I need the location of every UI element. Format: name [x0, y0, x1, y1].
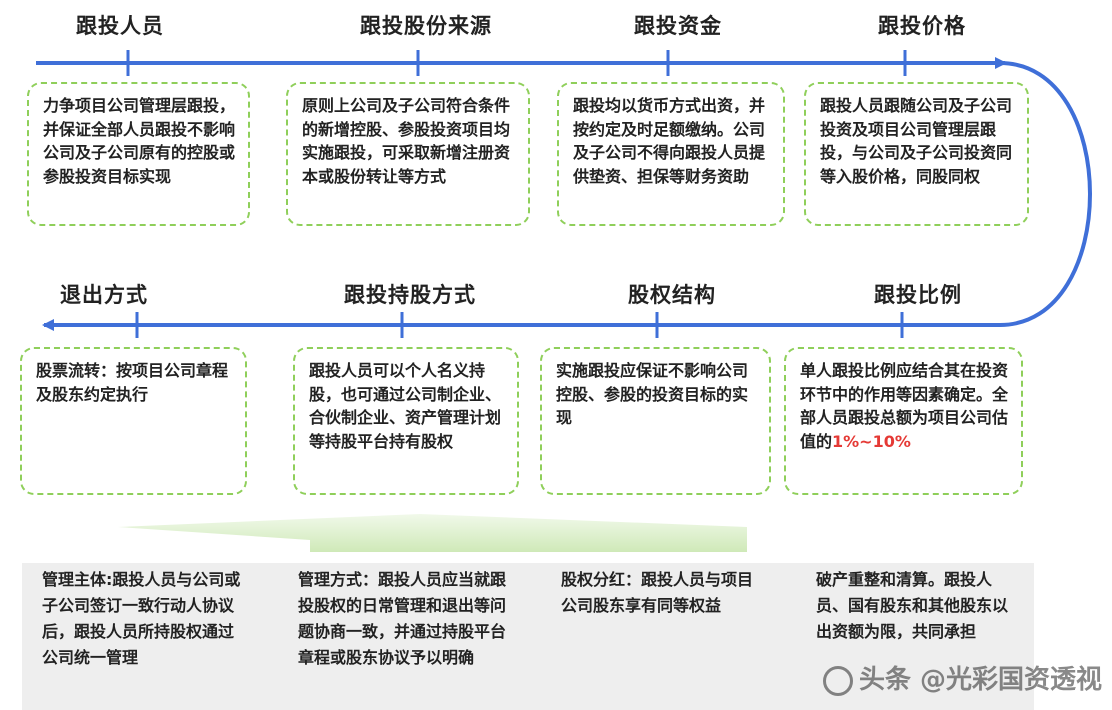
follow-ratio-text: 单人跟投比例应结合其在投资环节中的作用等因素确定。全部人员跟投总额为项目公司估值…	[800, 361, 1009, 451]
box-exit-method: 股票流转：按项目公司章程及股东约定执行	[20, 347, 247, 495]
title-exit-method: 退出方式	[60, 283, 148, 307]
box-follow-price: 跟投人员跟随公司及子公司投资及项目公司管理层跟投，与公司及子公司投资同等入股价格…	[804, 82, 1029, 226]
title-follow-price: 跟投价格	[878, 14, 966, 38]
box-follow-ratio: 单人跟投比例应结合其在投资环节中的作用等因素确定。全部人员跟投总额为项目公司估值…	[784, 347, 1023, 495]
title-share-source: 跟投股份来源	[360, 14, 492, 38]
box-equity-structure: 实施跟投应保证不影响公司控股、参股的投资目标的实现	[540, 347, 771, 495]
box-share-source: 原则上公司及子公司符合条件的新增控股、参股投资项目均实施跟投，可采取新增注册资本…	[286, 82, 530, 226]
follow-ratio-highlight: 1%~10%	[832, 431, 911, 451]
bottom-band-header	[118, 514, 747, 552]
band-management-method: 管理方式：跟投人员应当就跟投股权的日常管理和退出等问题协商一致，并通过持股平台章…	[298, 570, 507, 667]
title-follow-funds: 跟投资金	[634, 14, 722, 38]
watermark: 头条 @光彩国资透视	[822, 659, 1102, 696]
watermark-icon	[822, 665, 853, 696]
title-follow-personnel: 跟投人员	[76, 14, 164, 38]
title-holding-method: 跟投持股方式	[344, 283, 476, 307]
timeline-curve	[999, 61, 1092, 327]
box-follow-funds: 跟投均以货币方式出资，并按约定及时足额缴纳。公司及子公司不得向跟投人员提供垫资、…	[557, 82, 785, 226]
title-equity-structure: 股权结构	[628, 283, 716, 307]
title-follow-ratio: 跟投比例	[874, 283, 962, 307]
box-holding-method: 跟投人员可以个人名义持股，也可通过公司制企业、合伙制企业、资产管理计划等持股平台…	[293, 347, 519, 495]
box-follow-personnel: 力争项目公司管理层跟投，并保证全部人员跟投不影响公司及子公司原有的控股或参股投资…	[27, 82, 250, 226]
band-management-subject: 管理主体:跟投人员与公司或子公司签订一致行动人协议后，跟投人员所持股权通过公司统…	[42, 570, 241, 667]
watermark-text: 头条 @光彩国资透视	[858, 665, 1102, 695]
management-band	[22, 563, 1034, 710]
band-dividend: 股权分红：跟投人员与项目公司股东享有同等权益	[561, 570, 754, 615]
band-bankruptcy: 破产重整和清算。跟投人员、国有股东和其他股东以出资额为限，共同承担	[816, 570, 1009, 641]
